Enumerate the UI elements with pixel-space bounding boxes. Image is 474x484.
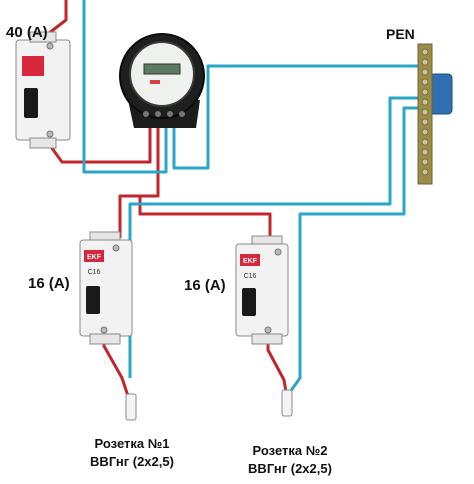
main-breaker-bottom-terminal bbox=[29, 137, 57, 149]
pen-bar-base bbox=[429, 73, 453, 115]
breaker-2-brand-plate bbox=[240, 254, 260, 266]
electric-meter bbox=[119, 33, 205, 128]
meter-indicator bbox=[150, 80, 160, 84]
breaker-2-rating: C16 bbox=[244, 273, 257, 280]
breaker-1-bottom-terminal bbox=[89, 333, 121, 345]
socket-1-title: Розетка №1 bbox=[94, 436, 170, 451]
meter-terminal-screw-2 bbox=[155, 111, 161, 117]
main-breaker-brand-plate bbox=[22, 56, 44, 76]
breaker-2-label: 16 (A) bbox=[184, 277, 226, 294]
main-breaker-screw-bottom bbox=[46, 130, 54, 138]
meter-terminal-screw-4 bbox=[179, 111, 185, 117]
breaker-1-rating: C16 bbox=[88, 269, 101, 276]
socket-2-cable: ВВГнг (2х2,5) bbox=[248, 461, 332, 476]
socket-2-title: Розетка №2 bbox=[252, 443, 328, 458]
socket-2-caption: Розетка №2 ВВГнг (2х2,5) bbox=[228, 443, 352, 476]
meter-digit-display bbox=[143, 63, 181, 75]
breaker-1-screw-bottom bbox=[100, 326, 108, 334]
socket-1-cable: ВВГнг (2х2,5) bbox=[90, 454, 174, 469]
phase-breaker1-to-socket1-wire bbox=[102, 338, 130, 397]
main-breaker-top-terminal bbox=[29, 31, 57, 43]
breaker-1: EKF C16 bbox=[79, 231, 133, 345]
pen-bar-screws bbox=[421, 48, 429, 176]
breaker-2-screw-top bbox=[274, 248, 282, 256]
neutral-supply-wire bbox=[82, 0, 168, 174]
phase-breaker2-to-socket2-wire bbox=[266, 338, 288, 393]
breaker-2-lever bbox=[242, 288, 256, 316]
breaker-1-lever bbox=[86, 286, 100, 314]
breaker-1-label: 16 (A) bbox=[28, 275, 70, 292]
phase-main-to-meter-wire bbox=[44, 128, 152, 164]
socket-1-caption: Розетка №1 ВВГнг (2х2,5) bbox=[70, 436, 194, 469]
main-breaker-screw-top bbox=[46, 42, 54, 50]
socket-2-lead bbox=[281, 389, 293, 417]
pen-label: PEN bbox=[386, 26, 415, 42]
breaker-1-screw-top bbox=[112, 244, 120, 252]
breaker-2-brand: EKF bbox=[243, 258, 258, 265]
pen-bus-bar bbox=[417, 43, 453, 185]
main-breaker-lever bbox=[24, 88, 38, 118]
breaker-1-brand-plate bbox=[84, 250, 104, 262]
phase-meter-to-breaker1-wire bbox=[118, 128, 160, 238]
breaker-2: EKF C16 bbox=[235, 235, 289, 345]
breaker-1-brand: EKF bbox=[87, 254, 102, 261]
main-breaker bbox=[15, 31, 71, 149]
main-breaker-label: 40 (A) bbox=[6, 24, 48, 41]
meter-terminal-screw-3 bbox=[167, 111, 173, 117]
neutral-meter-to-pen-wire bbox=[172, 64, 424, 170]
breaker-2-bottom-terminal bbox=[251, 333, 283, 345]
meter-terminal-screw-1 bbox=[143, 111, 149, 117]
neutral-pen-to-socket2-wire bbox=[288, 106, 424, 393]
socket-1-lead bbox=[125, 393, 137, 421]
breaker-2-screw-bottom bbox=[264, 326, 272, 334]
